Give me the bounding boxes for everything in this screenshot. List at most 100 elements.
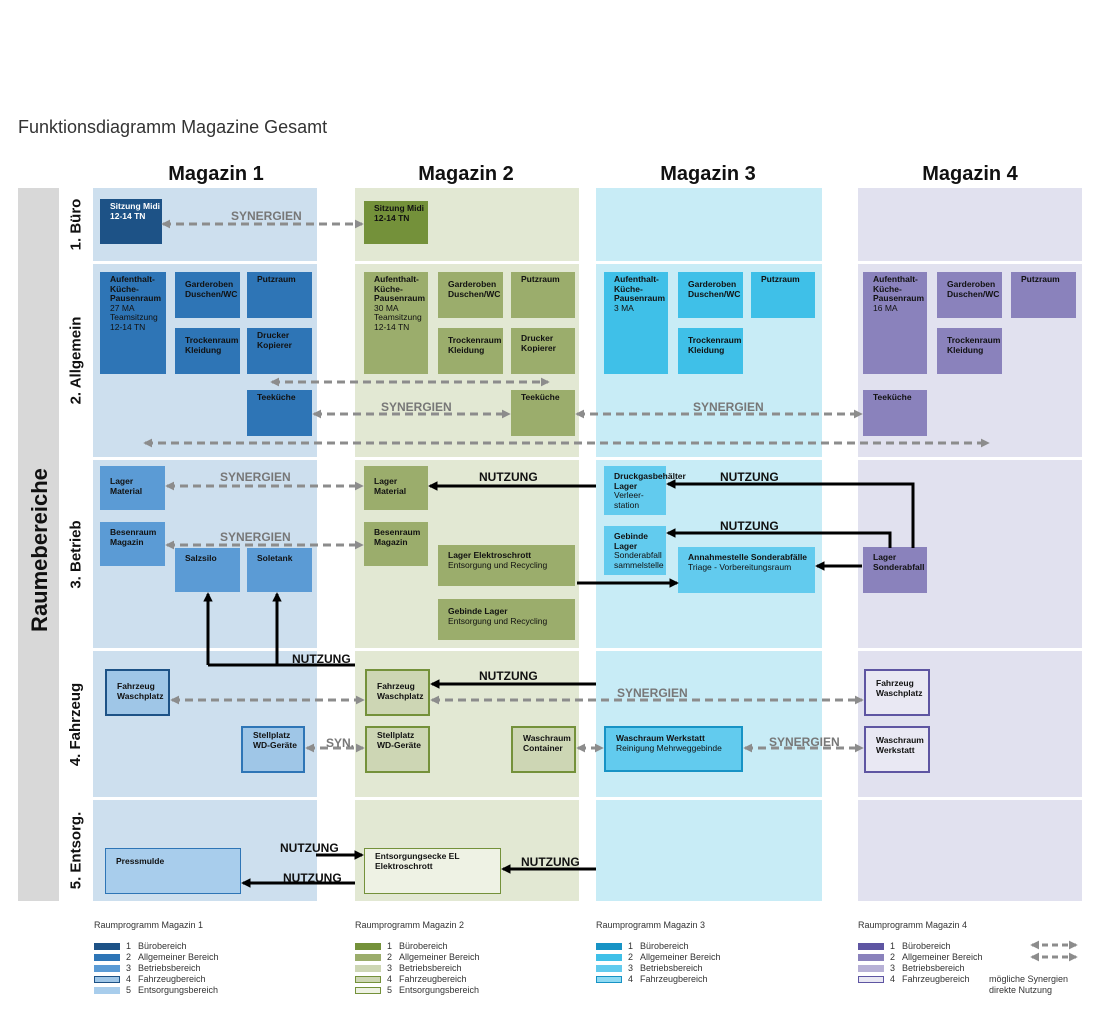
use-label: NUTZUNG [720, 519, 779, 533]
box-m3-trockenraum: Trockenraum Kleidung [678, 328, 743, 374]
box-m4-putzraum: Putzraum [1011, 272, 1076, 318]
box-m2-teekueche: Teeküche [511, 390, 575, 436]
box-m1-drucker: Drucker Kopierer [247, 328, 312, 374]
synergy-label: SYNERGIEN [220, 470, 291, 484]
row-divider [59, 797, 1084, 800]
use-label: NUTZUNG [280, 841, 339, 855]
box-m1-teekueche: Teeküche [247, 390, 312, 436]
box-m1-pressmulde: Pressmulde [105, 848, 241, 894]
page-title: Funktionsdiagramm Magazine Gesamt [18, 117, 328, 137]
box-m4-teekueche: Teeküche [863, 390, 927, 436]
box-m2-waschraum: Waschraum Container [511, 726, 576, 773]
box-m1-garderoben: Garderoben Duschen/WC [175, 272, 240, 318]
box-m1-besenraum: Besenraum Magazin [100, 522, 165, 566]
use-arrow [666, 528, 892, 548]
box-m4-trockenraum: Trockenraum Kleidung [937, 328, 1002, 374]
legend-title: Raumprogramm Magazin 3 [596, 920, 706, 930]
box-m1-fahrzeug: Fahrzeug Waschplatz [105, 669, 170, 716]
synergy-label: SYNERGIEN [617, 686, 688, 700]
box-m2-lager: Lager Material [364, 466, 428, 510]
box-m4-fahrzeug: Fahrzeug Waschplatz [864, 669, 930, 716]
synergy-label: SYNERGIEN [381, 400, 452, 414]
legend-title: Raumprogramm Magazin 1 [94, 920, 204, 930]
box-m2-drucker: Drucker Kopierer [511, 328, 575, 374]
box-m1-putzraum: Putzraum [247, 272, 312, 318]
header-magazin-3: Magazin 3 [660, 163, 756, 185]
box-m1-lager: Lager Material [100, 466, 165, 510]
use-label: NUTZUNG [521, 855, 580, 869]
synergy-label: SYNERGIEN [231, 209, 302, 223]
header-magazin-2: Magazin 2 [418, 163, 514, 185]
box-m2-fahrzeug: Fahrzeug Waschplatz [365, 669, 430, 716]
box-m1-sitzung: Sitzung Midi 12-14 TN [100, 199, 162, 244]
box-m4-lager-sonder: Lager Sonderabfall [863, 547, 927, 593]
synergy-label: SYNERGIEN [693, 400, 764, 414]
header-magazin-4: Magazin 4 [922, 163, 1018, 185]
key-use-label: direkte Nutzung [989, 985, 1053, 995]
synergy-label: SYNERGIEN [220, 530, 291, 544]
row-divider [59, 648, 1084, 651]
use-label: NUTZUNG [479, 669, 538, 683]
row-divider [59, 457, 1084, 460]
legend-title: Raumprogramm Magazin 2 [355, 920, 465, 930]
box-m2-entsorgung: Entsorgungsecke EL Elektroschrott [364, 848, 501, 894]
box-m4-waschraum: Waschraum Werkstatt [864, 726, 930, 773]
synergy-label: SYN. [326, 736, 355, 750]
box-m2-besenraum: Besenraum Magazin [364, 522, 428, 566]
use-label: NUTZUNG [292, 652, 351, 666]
use-label: NUTZUNG [283, 871, 342, 885]
header-magazin-1: Magazin 1 [168, 163, 264, 185]
key-synergy-label: mögliche Synergien [989, 974, 1069, 984]
use-label: NUTZUNG [479, 470, 538, 484]
legend-title: Raumprogramm Magazin 4 [858, 920, 968, 930]
box-m2-sitzung: Sitzung Midi 12-14 TN [364, 201, 428, 244]
synergy-label: SYNERGIEN [769, 735, 840, 749]
box-m1-soletank: Soletank [247, 548, 312, 592]
box-m3-putzraum: Putzraum [751, 272, 815, 318]
box-m2-garderoben: Garderoben Duschen/WC [438, 272, 503, 318]
box-m3-garderoben: Garderoben Duschen/WC [678, 272, 743, 318]
box-m4-garderoben: Garderoben Duschen/WC [937, 272, 1002, 318]
row-divider [59, 261, 1084, 264]
box-m2-putzraum: Putzraum [511, 272, 575, 318]
box-m1-stellplatz: Stellplatz WD-Geräte [241, 726, 305, 773]
box-m2-trockenraum: Trockenraum Kleidung [438, 328, 503, 374]
box-m1-trockenraum: Trockenraum Kleidung [175, 328, 240, 374]
box-m1-salzsilo: Salzsilo [175, 548, 240, 592]
use-label: NUTZUNG [720, 470, 779, 484]
side-bar [18, 188, 59, 901]
